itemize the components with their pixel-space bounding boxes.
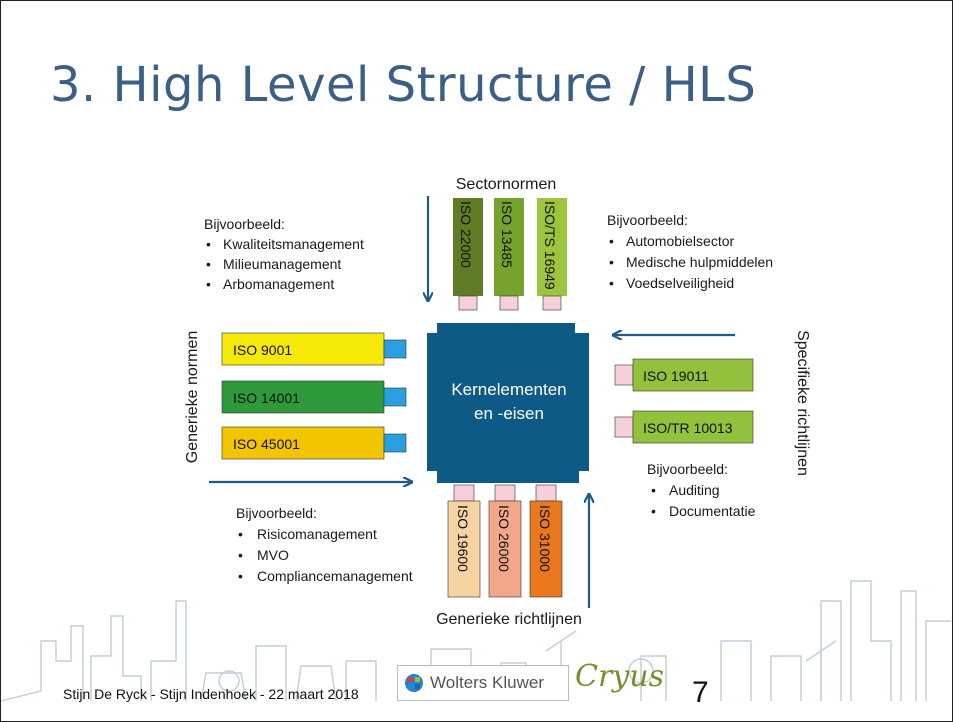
note-bullet: • (609, 233, 614, 249)
left-bar-3-label: ISO 45001 (233, 436, 300, 452)
note-bottom-left-heading: Bijvoorbeeld: (236, 505, 317, 521)
right-bar-2-label: ISO/TR 10013 (643, 420, 733, 436)
note-bullet: • (238, 526, 243, 542)
right-bar-1-box (632, 358, 754, 392)
top-bar-3-label: ISO/TS 16949 (542, 201, 558, 290)
bottom-bar-2-label: ISO 26000 (496, 505, 512, 572)
top-bars: ISO 22000 ISO 13485 ISO/TS 16949 (453, 198, 567, 311)
top-bar-3-box (537, 198, 567, 296)
note-top-right-heading: Bijvoorbeeld: (607, 212, 688, 228)
center-label-line1: Kernelementen (451, 380, 566, 399)
left-bar-3-connector (383, 433, 407, 453)
slide-title: 3. High Level Structure / HLS (50, 57, 757, 113)
note-top-left-item-3: Arbomanagement (223, 276, 334, 292)
bottom-bar-1-connector (453, 484, 475, 502)
left-bar-1: ISO 9001 (221, 332, 407, 366)
right-bars: ISO 19011 ISO/TR 10013 (614, 358, 754, 444)
right-bar-2-box (632, 410, 754, 444)
note-bottom-left-item-1: Risicomanagement (257, 526, 377, 542)
bottom-bar-2: ISO 26000 (488, 484, 522, 598)
note-top-right-item-2: Medische hulpmiddelen (626, 254, 773, 270)
top-bar-2: ISO 13485 (494, 198, 524, 311)
bottom-heading: Generieke richtlijnen (436, 611, 582, 628)
right-bar-1-connector (614, 364, 634, 386)
left-bar-2-box (221, 380, 385, 414)
left-bar-1-connector (383, 339, 407, 359)
right-bar-2-connector (614, 416, 634, 438)
note-bullet: • (206, 276, 211, 292)
note-bottom-right-item-1: Auditing (669, 482, 720, 498)
wolters-kluwer-logo: Wolters Kluwer (397, 665, 569, 701)
right-bar-2: ISO/TR 10013 (614, 410, 754, 444)
top-bar-2-box (494, 198, 524, 296)
top-bar-3-connector (542, 295, 562, 311)
wolters-kluwer-icon (405, 674, 423, 692)
left-bar-2-connector (383, 387, 407, 407)
top-bar-1-connector (458, 295, 478, 311)
note-bottom-right: Bijvoorbeeld: • Auditing • Documentatie (647, 461, 756, 519)
arrows (209, 196, 735, 608)
top-heading: Sectornormen (456, 176, 557, 193)
bottom-bar-1: ISO 19600 (447, 484, 481, 598)
left-bar-2: ISO 14001 (221, 380, 407, 414)
bottom-bar-3: ISO 31000 (529, 484, 563, 598)
right-bar-1: ISO 19011 (614, 358, 754, 392)
note-top-left-item-2: Milieumanagement (223, 256, 341, 272)
note-top-right-item-1: Automobielsector (626, 233, 735, 249)
left-bar-1-label: ISO 9001 (233, 342, 292, 358)
note-bottom-left-item-3: Compliancemanagement (257, 568, 413, 584)
note-bullet: • (651, 482, 656, 498)
bottom-bar-3-label: ISO 31000 (537, 505, 553, 572)
left-bar-2-label: ISO 14001 (233, 390, 300, 406)
bottom-bar-1-box (447, 500, 481, 598)
note-bullet: • (609, 275, 614, 291)
bottom-bars: ISO 19600 ISO 26000 ISO 31000 (447, 484, 563, 598)
bottom-bar-3-connector (535, 484, 557, 502)
note-top-left: Bijvoorbeeld: • Kwaliteitsmanagement • M… (204, 216, 364, 292)
note-top-left-item-1: Kwaliteitsmanagement (223, 236, 364, 252)
left-bar-1-box (221, 332, 385, 366)
left-heading: Generieke normen (184, 331, 201, 464)
top-bar-2-label: ISO 13485 (499, 201, 515, 268)
note-bottom-left: Bijvoorbeeld: • Risicomanagement • MVO •… (236, 505, 413, 584)
bottom-bar-1-label: ISO 19600 (455, 505, 471, 572)
note-bullet: • (206, 256, 211, 272)
top-bar-1-label: ISO 22000 (458, 201, 474, 268)
center-label-line2: en -eisen (474, 404, 544, 423)
page-number: 7 (692, 676, 709, 709)
note-bullet: • (651, 503, 656, 519)
footer-authors: Stijn De Ryck - Stijn Indenhoek - 22 maa… (63, 686, 359, 702)
top-bar-1: ISO 22000 (453, 198, 483, 311)
note-bullet: • (238, 547, 243, 563)
right-heading: Specifieke richtlijnen (794, 330, 811, 476)
note-top-left-heading: Bijvoorbeeld: (204, 216, 285, 232)
right-bar-1-label: ISO 19011 (643, 368, 709, 384)
left-bar-3-box (221, 426, 385, 460)
cryus-logo: Cryus (575, 659, 664, 694)
note-bullet: • (238, 568, 243, 584)
wolters-kluwer-name: Wolters Kluwer (430, 673, 544, 692)
bottom-bar-3-box (529, 500, 563, 598)
left-bars: ISO 9001 ISO 14001 ISO 45001 (221, 332, 407, 460)
note-top-right-item-3: Voedselveiligheid (626, 275, 734, 291)
note-bottom-left-item-2: MVO (257, 547, 289, 563)
note-bottom-right-item-2: Documentatie (669, 503, 756, 519)
note-bottom-right-heading: Bijvoorbeeld: (647, 461, 728, 477)
note-top-right: Bijvoorbeeld: • Automobielsector • Medis… (607, 212, 773, 291)
bottom-bar-2-box (488, 500, 522, 598)
note-bullet: • (609, 254, 614, 270)
center-block: Kernelementen en -eisen (427, 323, 589, 483)
note-bullet: • (206, 236, 211, 252)
left-bar-3: ISO 45001 (221, 426, 407, 460)
top-bar-1-box (453, 198, 483, 296)
top-bar-3: ISO/TS 16949 (537, 198, 567, 311)
top-bar-2-connector (499, 295, 519, 311)
bottom-bar-2-connector (494, 484, 516, 502)
